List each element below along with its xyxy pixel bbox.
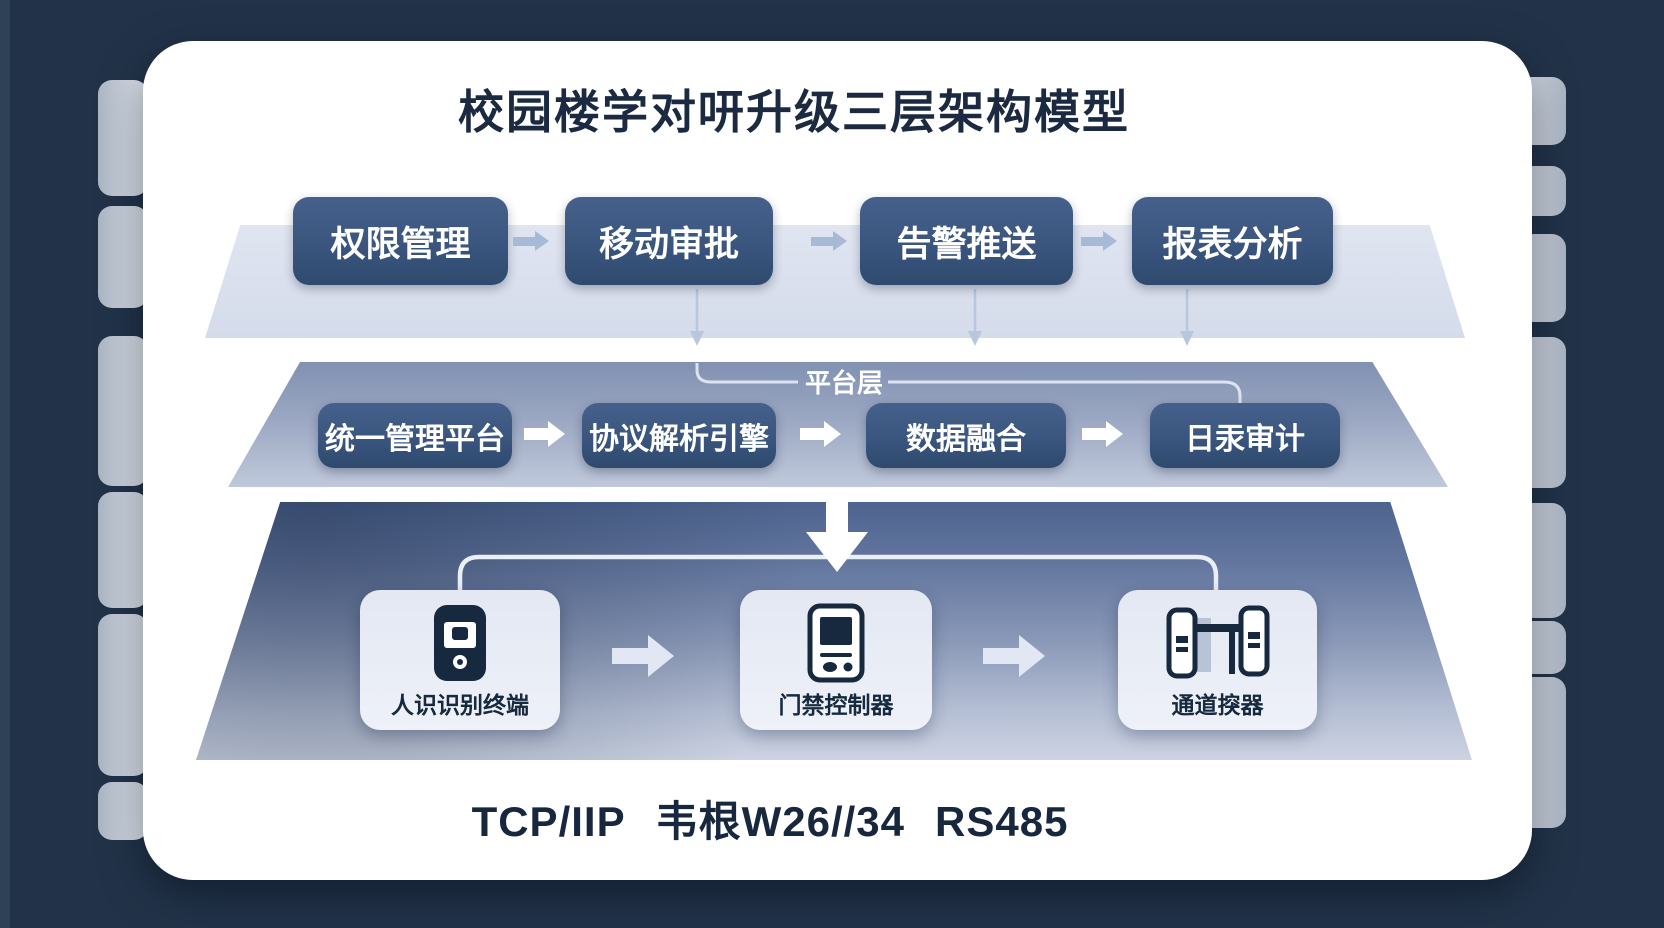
- protocol-tcpip: TCP/IIP: [471, 798, 626, 845]
- node-report-analysis: 报表分析: [1132, 197, 1333, 285]
- node-label: 协议解析引擎: [589, 422, 769, 456]
- device-label: 门禁控制器: [778, 692, 894, 718]
- flow-arrow-right-icon: [811, 231, 847, 251]
- device-card-face-terminal: 人识识别终端: [360, 590, 560, 730]
- side-tab: [98, 614, 148, 776]
- flow-arrow-right-icon: [524, 421, 565, 447]
- background-edge-strip: [0, 0, 10, 928]
- diagram-title: 校园楼学对咞升级三层架构模型: [458, 86, 1130, 138]
- flow-arrow-right-icon: [513, 231, 549, 251]
- flow-arrow-right-icon: [1081, 231, 1117, 251]
- flow-arrow-right-icon: [800, 421, 841, 447]
- turnstile-gate-icon: [1163, 602, 1273, 684]
- flow-arrow-down-icon: [806, 494, 868, 572]
- node-protocol-parsing-engine: 协议解析引擎: [582, 403, 776, 468]
- node-data-fusion: 数据融合: [866, 403, 1066, 468]
- device-card-turnstile: 通道揬器: [1118, 590, 1317, 730]
- node-label: 统一管理平台: [325, 422, 505, 456]
- device-label: 人识识别终端: [391, 692, 529, 718]
- node-label: 告警推送: [896, 224, 1037, 264]
- node-label: 日汞审计: [1185, 422, 1305, 456]
- node-unified-management-platform: 统一管理平台: [318, 403, 512, 468]
- side-tab: [98, 782, 148, 840]
- device-card-access-controller: 门禁控制器: [740, 590, 932, 730]
- face-recognition-terminal-icon: [432, 602, 488, 684]
- protocols-line: TCP/IIP 韦根W26//34 RS485: [430, 788, 1110, 849]
- side-tab: [98, 492, 148, 608]
- node-label: 数据融合: [906, 422, 1026, 456]
- protocol-wiegand: 韦根W26//34: [655, 798, 906, 845]
- device-label: 通道揬器: [1171, 692, 1264, 718]
- node-alert-push: 告警推送: [860, 197, 1073, 285]
- node-permission-management: 权限管理: [293, 197, 508, 285]
- node-label: 移动审批: [598, 224, 739, 264]
- side-tab: [98, 336, 148, 486]
- node-mobile-approval: 移动审批: [565, 197, 773, 285]
- node-log-audit: 日汞审计: [1150, 403, 1340, 468]
- node-label: 报表分析: [1162, 224, 1303, 264]
- node-label: 权限管理: [330, 224, 471, 264]
- side-tab: [98, 80, 148, 196]
- side-tab: [98, 206, 148, 308]
- access-controller-icon: [806, 602, 866, 684]
- flow-arrow-right-icon: [1082, 421, 1123, 447]
- platform-layer-label: 平台层: [804, 367, 883, 398]
- flow-arrow-right-icon: [983, 635, 1045, 677]
- protocol-rs485: RS485: [935, 798, 1069, 845]
- flow-arrow-right-icon: [612, 635, 674, 677]
